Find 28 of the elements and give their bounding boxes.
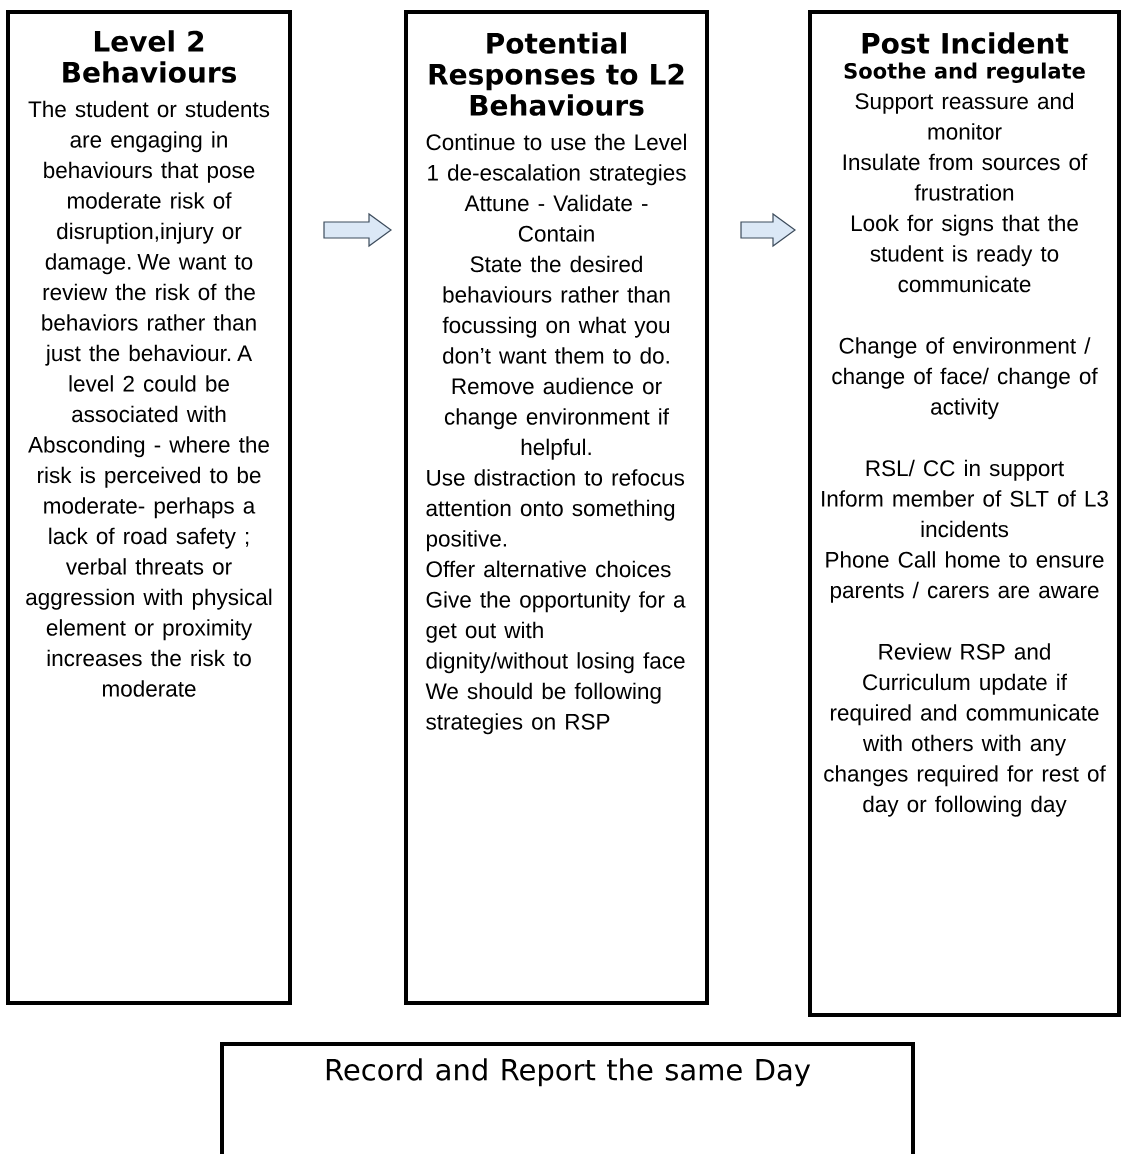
- body-text: State the desired behaviours rather than focussing on what you don’t want them to do.: [442, 255, 670, 364]
- body-text: Offer alternative choices: [426, 560, 671, 578]
- box-text: Record and Report the same Day: [326, 1058, 811, 1087]
- body-text: We should be following strategies on RSP: [425, 682, 661, 735]
- box-subheading: Soothe and regulate: [844, 62, 1085, 83]
- box-heading: Post Incident: [862, 32, 1069, 54]
- body-text: RSL/ CC in support: [866, 459, 1064, 481]
- body-text: Phone Call home to ensure parents / carers are aware: [826, 551, 1104, 603]
- text-box: [808, 10, 1121, 1017]
- body-text: Remove audience or change environment if helpful.: [444, 377, 669, 460]
- text-box: [6, 10, 292, 1005]
- body-text: Give the opportunity for a get out with dignity/without losing face: [426, 591, 686, 674]
- body-text: The student or students are engaging in behaviours that pose moderate risk of disruption,injury or damage. We want to review the risk of the behaviors rather than just the behaviour. A level 2 could be associated with Absconding - where the risk is perceived to be moderate- perhaps a lack of road safety ; verbal threats or aggression with physical element or proximity increases the risk to moderate: [26, 100, 272, 697]
- body-text: Use distraction to refocus attention onto something positive.: [426, 469, 685, 552]
- body-text: Support reassure and monitor: [855, 92, 1074, 140]
- body-text: Insulate from sources of frustration: [843, 153, 1088, 201]
- body-text: Look for signs that the student is ready to communicate: [851, 214, 1078, 293]
- block-arrow: [323, 212, 393, 248]
- box-heading: Level 2 Behaviours: [63, 30, 236, 83]
- body-text: Change of environment / change of face/ change of activity: [832, 337, 1098, 420]
- block-arrow: [740, 212, 797, 248]
- text-box: [220, 1042, 915, 1154]
- text-box: [404, 10, 709, 1005]
- body-text: Review RSP and Curriculum update if required and communicate with others with any changes required for rest of day or following day: [824, 643, 1106, 817]
- body-text: Inform member of SLT of L3 incidents: [822, 490, 1108, 538]
- body-text: Attune - Validate - Contain: [464, 194, 648, 242]
- box-heading: Potential Responses to L2 Behaviours: [429, 32, 684, 116]
- body-text: Continue to use the Level 1 de-escalation strategies: [426, 133, 686, 186]
